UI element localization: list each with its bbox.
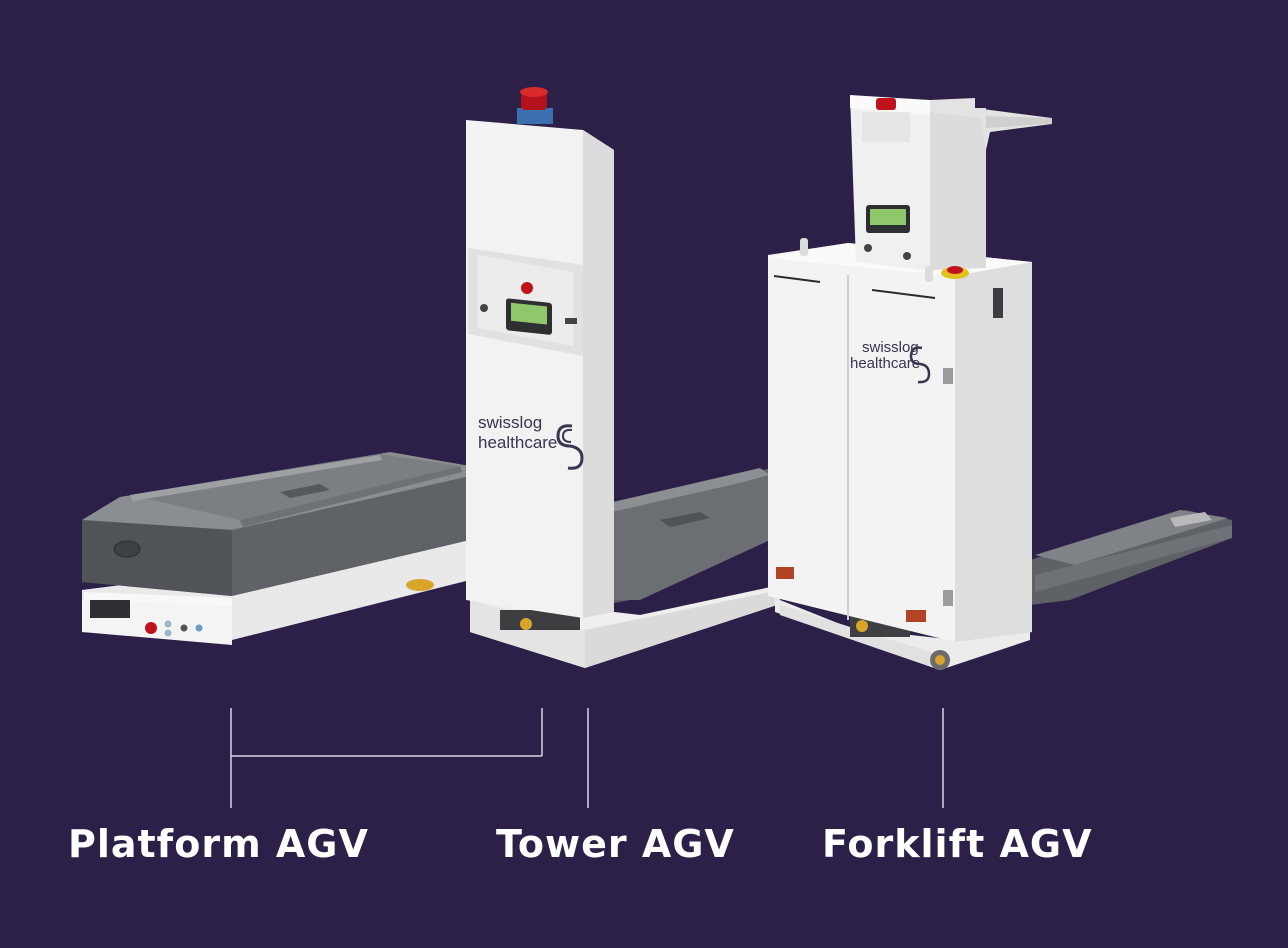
leader-lines [230,708,944,808]
emergency-stop-icon [145,622,157,634]
forklift-brand-line1: swisslog [862,339,919,356]
forklift-brand-line2: healthcare [850,355,920,372]
tower-brand-line2: healthcare [478,433,557,452]
platform-agv [82,452,470,645]
tower-brand-line1: swisslog [478,413,542,432]
tower-agv: swisslog healthcare [466,87,780,668]
forklift-agv: swisslog healthcare [768,95,1232,670]
platform-agv-label: Platform AGV [68,822,369,866]
swisslog-logo-icon [909,346,931,384]
tower-agv-label: Tower AGV [496,822,735,866]
forklift-agv-label: Forklift AGV [822,822,1093,866]
swisslog-logo-icon [556,424,584,470]
